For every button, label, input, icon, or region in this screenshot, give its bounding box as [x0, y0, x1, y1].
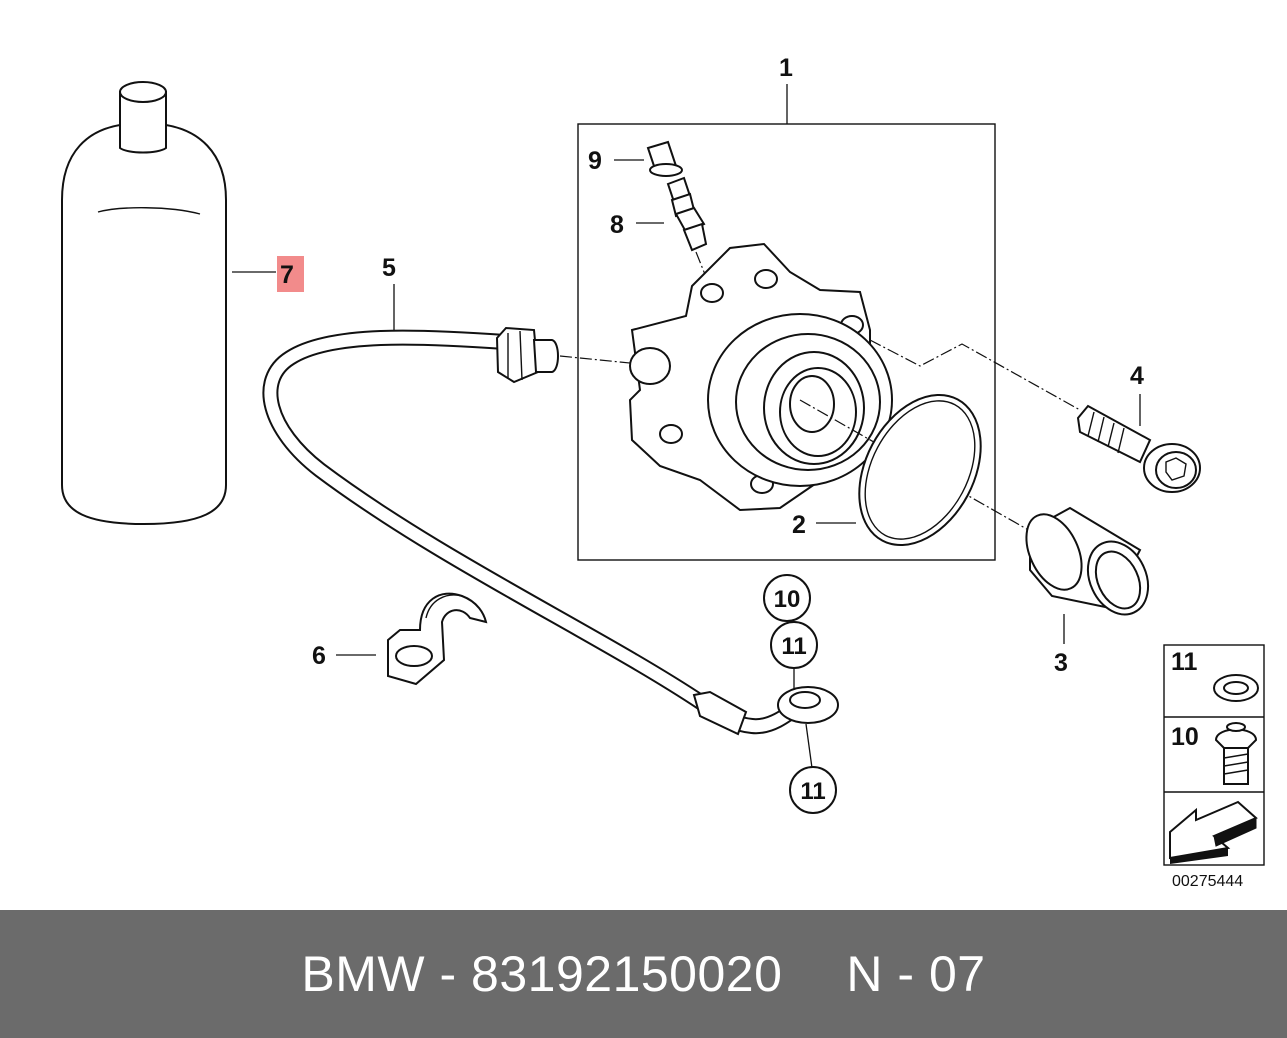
label-10: 10: [774, 586, 801, 613]
footer-position: N - 07: [846, 946, 986, 1002]
label-4: 4: [1130, 362, 1144, 390]
reference-code: 00275444: [1172, 873, 1243, 890]
direction-arrow-icon: [1169, 800, 1258, 864]
label-8: 8: [610, 211, 624, 239]
label-1: 1: [779, 54, 793, 82]
parts-diagram: 7 5 6 1 9 8: [61, 54, 1265, 890]
hose-clip: [387, 592, 488, 686]
slave-cylinder-housing: [628, 242, 893, 512]
label-2: 2: [792, 511, 806, 539]
legend-row-10-number: 10: [1171, 723, 1199, 751]
label-6: 6: [312, 642, 326, 670]
hose-line: [262, 326, 839, 736]
label-3: 3: [1054, 649, 1068, 677]
washer-icon: [1213, 674, 1259, 702]
legend-box: 11 10 00275444: [1163, 644, 1265, 890]
legend-row-11-number: 11: [1171, 648, 1198, 676]
torx-bolt: [1076, 404, 1201, 493]
callout-11-top: 11: [770, 621, 818, 669]
label-11-bottom: 11: [800, 778, 825, 805]
callout-11-bottom: 11: [789, 766, 837, 814]
label-9: 9: [588, 147, 602, 175]
banjo-bolt-icon: [1214, 722, 1258, 785]
label-5: 5: [382, 254, 396, 282]
bleeder-cap: [646, 140, 683, 177]
footer-part-number: BMW - 83192150020: [301, 946, 783, 1002]
label-7: 7: [280, 261, 294, 289]
label-11-top: 11: [781, 633, 806, 660]
release-bearing-sleeve: [1025, 506, 1150, 616]
o-ring: [858, 393, 982, 547]
callout-10: 10: [763, 574, 811, 622]
footer-bar: BMW - 83192150020 N - 07: [0, 910, 1287, 1038]
fluid-bottle: [61, 81, 227, 526]
bleeder-screw: [666, 176, 708, 252]
label-7-highlight: [277, 256, 304, 292]
